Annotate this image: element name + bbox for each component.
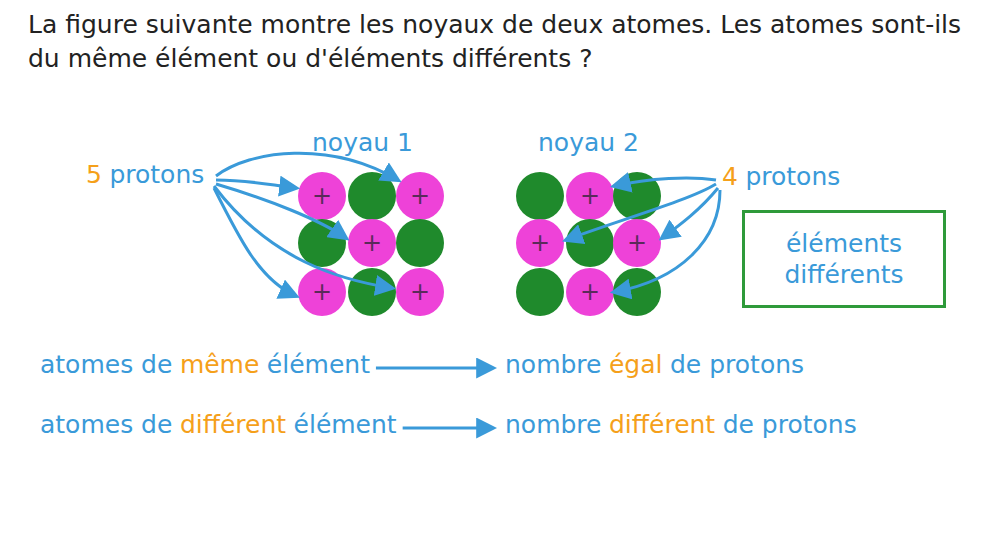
charge-sign: +	[530, 229, 550, 258]
keyword: différent	[609, 410, 715, 440]
proton	[566, 172, 614, 220]
charge-sign: +	[410, 182, 430, 211]
count: 5	[86, 160, 102, 190]
leader-lines	[214, 153, 720, 296]
particle-name: protons	[745, 162, 840, 192]
nucleus-name: noyau 2	[538, 128, 639, 158]
keyword: différent	[180, 410, 286, 440]
proton	[348, 219, 396, 267]
nucleus-name: noyau 1	[312, 128, 413, 158]
count: 4	[722, 162, 738, 192]
proton	[396, 268, 444, 316]
charge-sign: +	[627, 229, 647, 258]
statement-word: nombre	[505, 410, 601, 440]
statement-word: atomes de	[40, 350, 172, 380]
title: La figure suivante montre les noyaux de …	[28, 8, 968, 76]
proton	[298, 172, 346, 220]
charge-sign: +	[312, 278, 332, 307]
statement-word: de protons	[670, 350, 804, 380]
charge-sign: +	[362, 229, 382, 258]
arrow	[376, 367, 493, 370]
answer-text: éléments différents	[745, 228, 943, 291]
neutron	[396, 219, 444, 267]
particle-name: protons	[109, 160, 204, 190]
neutron	[298, 219, 346, 267]
neutron	[516, 172, 564, 220]
proton	[396, 172, 444, 220]
keyword: même	[180, 350, 259, 380]
neutron	[348, 172, 396, 220]
statement-word: élément	[267, 350, 370, 380]
arrow	[403, 427, 493, 430]
proton	[516, 219, 564, 267]
neutron	[516, 268, 564, 316]
proton	[566, 268, 614, 316]
proton	[613, 219, 661, 267]
statement-word: atomes de	[40, 410, 172, 440]
keyword: égal	[609, 350, 663, 380]
charge-sign: +	[580, 278, 600, 307]
answer-box: éléments différents	[742, 210, 946, 308]
statement-word: élément	[294, 410, 397, 440]
statement-word: nombre	[505, 350, 601, 380]
statement-word: de protons	[723, 410, 857, 440]
charge-sign: +	[410, 278, 430, 307]
charge-sign: +	[580, 182, 600, 211]
neutron	[348, 268, 396, 316]
charge-sign: +	[312, 182, 332, 211]
